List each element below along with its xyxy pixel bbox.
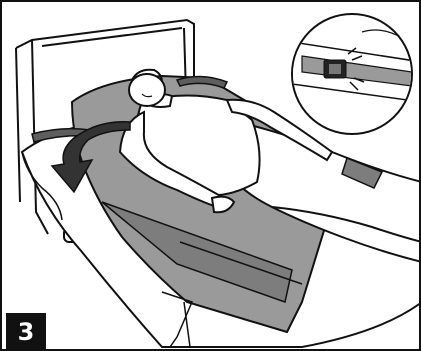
buckle-icon: [324, 60, 346, 78]
step-number-badge: 3: [6, 313, 46, 351]
buckle-detail-inset: [292, 14, 421, 134]
